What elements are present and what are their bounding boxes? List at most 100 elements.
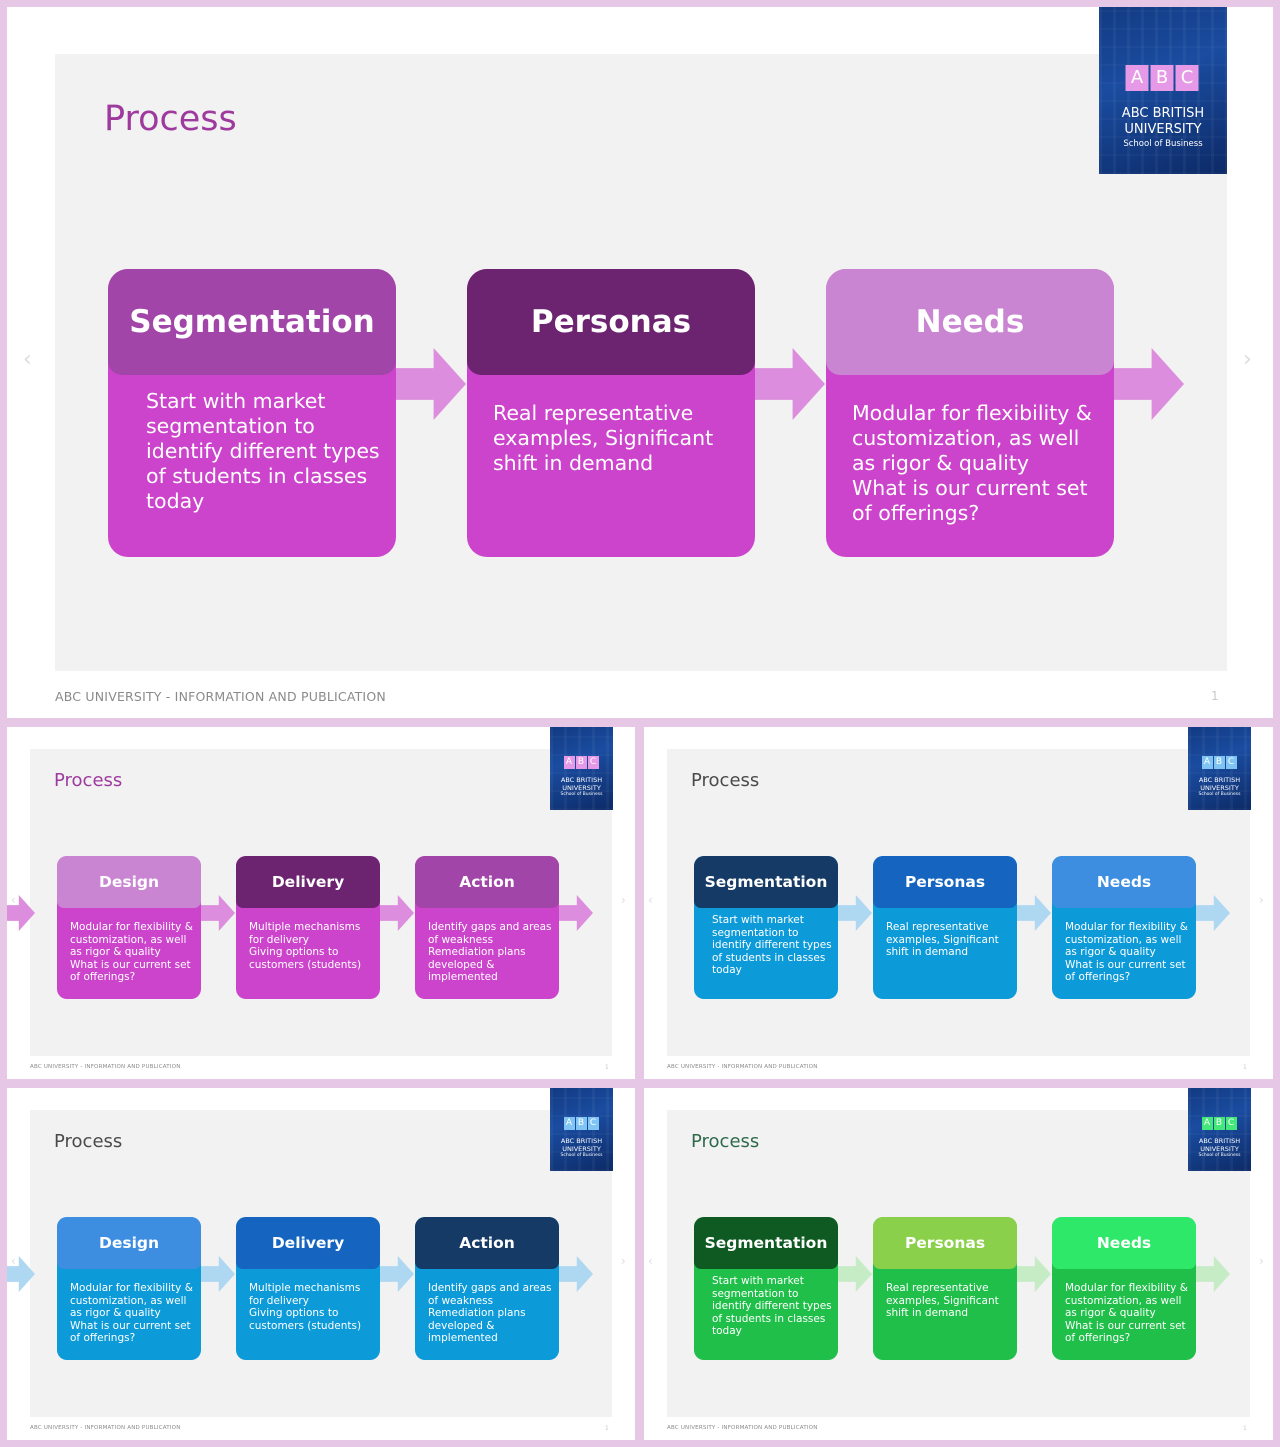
logo-letter: B <box>575 1117 587 1130</box>
description-line: identify different types <box>146 439 380 463</box>
flow-arrow <box>7 895 35 932</box>
prev-slide-arrow[interactable]: ‹ <box>648 893 653 907</box>
description-line: of students in classes <box>712 951 826 964</box>
description-line: for delivery <box>249 933 309 946</box>
description-line: Giving options to <box>249 946 339 958</box>
logo-letter: B <box>575 756 587 769</box>
flow-arrow <box>557 895 593 932</box>
description-line: Modular for flexibility & <box>1065 1282 1188 1294</box>
logo-letter: C <box>1175 65 1199 91</box>
logo-letter: A <box>563 756 575 769</box>
flow-arrow <box>1112 348 1184 421</box>
process-box-description: Modular for flexibility &customization, … <box>1052 921 1196 999</box>
description-line: Modular for flexibility & <box>852 401 1092 425</box>
description-line: customization, as well <box>70 933 187 946</box>
description-line: as rigor & quality <box>1065 946 1156 958</box>
logo-letter: C <box>1225 756 1237 769</box>
description-line: as rigor & quality <box>1065 1307 1156 1319</box>
page-number: 1 <box>1243 1064 1247 1071</box>
slide-title: Process <box>104 99 237 139</box>
process-box-title: Action <box>415 1217 559 1269</box>
logo-line1: ABC BRITISH <box>1198 1137 1241 1145</box>
description-line: What is our current set <box>852 476 1088 500</box>
process-box-title: Action <box>415 856 559 908</box>
description-line: identify different types <box>712 939 832 951</box>
logo-line3: School of Business <box>560 1153 603 1158</box>
description-line: segmentation to <box>146 414 315 438</box>
page-number: 1 <box>605 1425 609 1432</box>
flow-arrow <box>1194 895 1230 932</box>
logo-line3: School of Business <box>1198 792 1241 797</box>
flow-arrow <box>836 1256 872 1293</box>
next-slide-arrow[interactable]: › <box>1243 347 1252 372</box>
description-line: today <box>712 1325 742 1337</box>
slide-footer: ABC UNIVERSITY - INFORMATION AND PUBLICA… <box>667 1064 818 1070</box>
description-line: as rigor & quality <box>70 1307 161 1319</box>
slide-footer: ABC UNIVERSITY - INFORMATION AND PUBLICA… <box>30 1064 181 1070</box>
logo-letter: A <box>1125 65 1149 91</box>
description-line: of offerings? <box>70 1332 136 1344</box>
slide-footer: ABC UNIVERSITY - INFORMATION AND PUBLICA… <box>30 1425 181 1431</box>
description-line: Real representative <box>886 921 989 933</box>
logo-letter: A <box>1201 756 1213 769</box>
flow-arrow <box>836 895 872 932</box>
prev-slide-arrow[interactable]: ‹ <box>23 347 32 372</box>
logo-letter: B <box>1150 65 1174 91</box>
description-line: Multiple mechanisms <box>249 921 361 933</box>
description-line: customization, as well <box>1065 933 1182 946</box>
next-slide-arrow[interactable]: › <box>1259 893 1264 907</box>
description-line: implemented <box>428 971 498 983</box>
prev-slide-arrow[interactable]: ‹ <box>11 893 16 907</box>
process-box-title: Segmentation <box>694 856 838 908</box>
process-box-description: Modular for flexibility &customization, … <box>57 921 201 999</box>
flow-arrow <box>1194 1256 1230 1293</box>
description-line: developed & <box>428 958 495 971</box>
description-line: of students in classes <box>146 464 368 488</box>
description-line: of weakness <box>428 1294 494 1307</box>
logo-line3: School of Business <box>1123 139 1203 149</box>
description-line: implemented <box>428 1332 498 1344</box>
description-line: Identify gaps and areas <box>428 921 552 933</box>
next-slide-arrow[interactable]: › <box>621 1254 626 1268</box>
description-line: Identify gaps and areas <box>428 1282 552 1294</box>
process-box-description: Modular for flexibility &customization, … <box>57 1282 201 1360</box>
description-line: for delivery <box>249 1294 309 1307</box>
prev-slide-arrow[interactable]: ‹ <box>11 1254 16 1268</box>
logo-letter: A <box>563 1117 575 1130</box>
description-line: Multiple mechanisms <box>249 1282 361 1294</box>
process-box-title: Needs <box>1052 856 1196 908</box>
description-line: Real representative <box>886 1282 989 1294</box>
flow-arrow <box>557 1256 593 1293</box>
process-box-description: Modular for flexibility &customization, … <box>826 401 1114 557</box>
logo-line1: ABC BRITISH <box>560 1137 603 1145</box>
process-box-title: Personas <box>873 856 1017 908</box>
process-box-title: Delivery <box>236 1217 380 1269</box>
process-box-title: Design <box>57 856 201 908</box>
flow-arrow <box>394 348 466 421</box>
process-box-description: Modular for flexibility &customization, … <box>1052 1282 1196 1360</box>
slide-title: Process <box>54 1131 123 1152</box>
description-line: customization, as well <box>852 426 1080 450</box>
description-line: examples, Significant <box>886 933 999 946</box>
next-slide-arrow[interactable]: › <box>621 893 626 907</box>
description-line: customers (students) <box>249 1319 362 1332</box>
next-slide-arrow[interactable]: › <box>1259 1254 1264 1268</box>
prev-slide-arrow[interactable]: ‹ <box>648 1254 653 1268</box>
slide-title: Process <box>691 770 760 791</box>
